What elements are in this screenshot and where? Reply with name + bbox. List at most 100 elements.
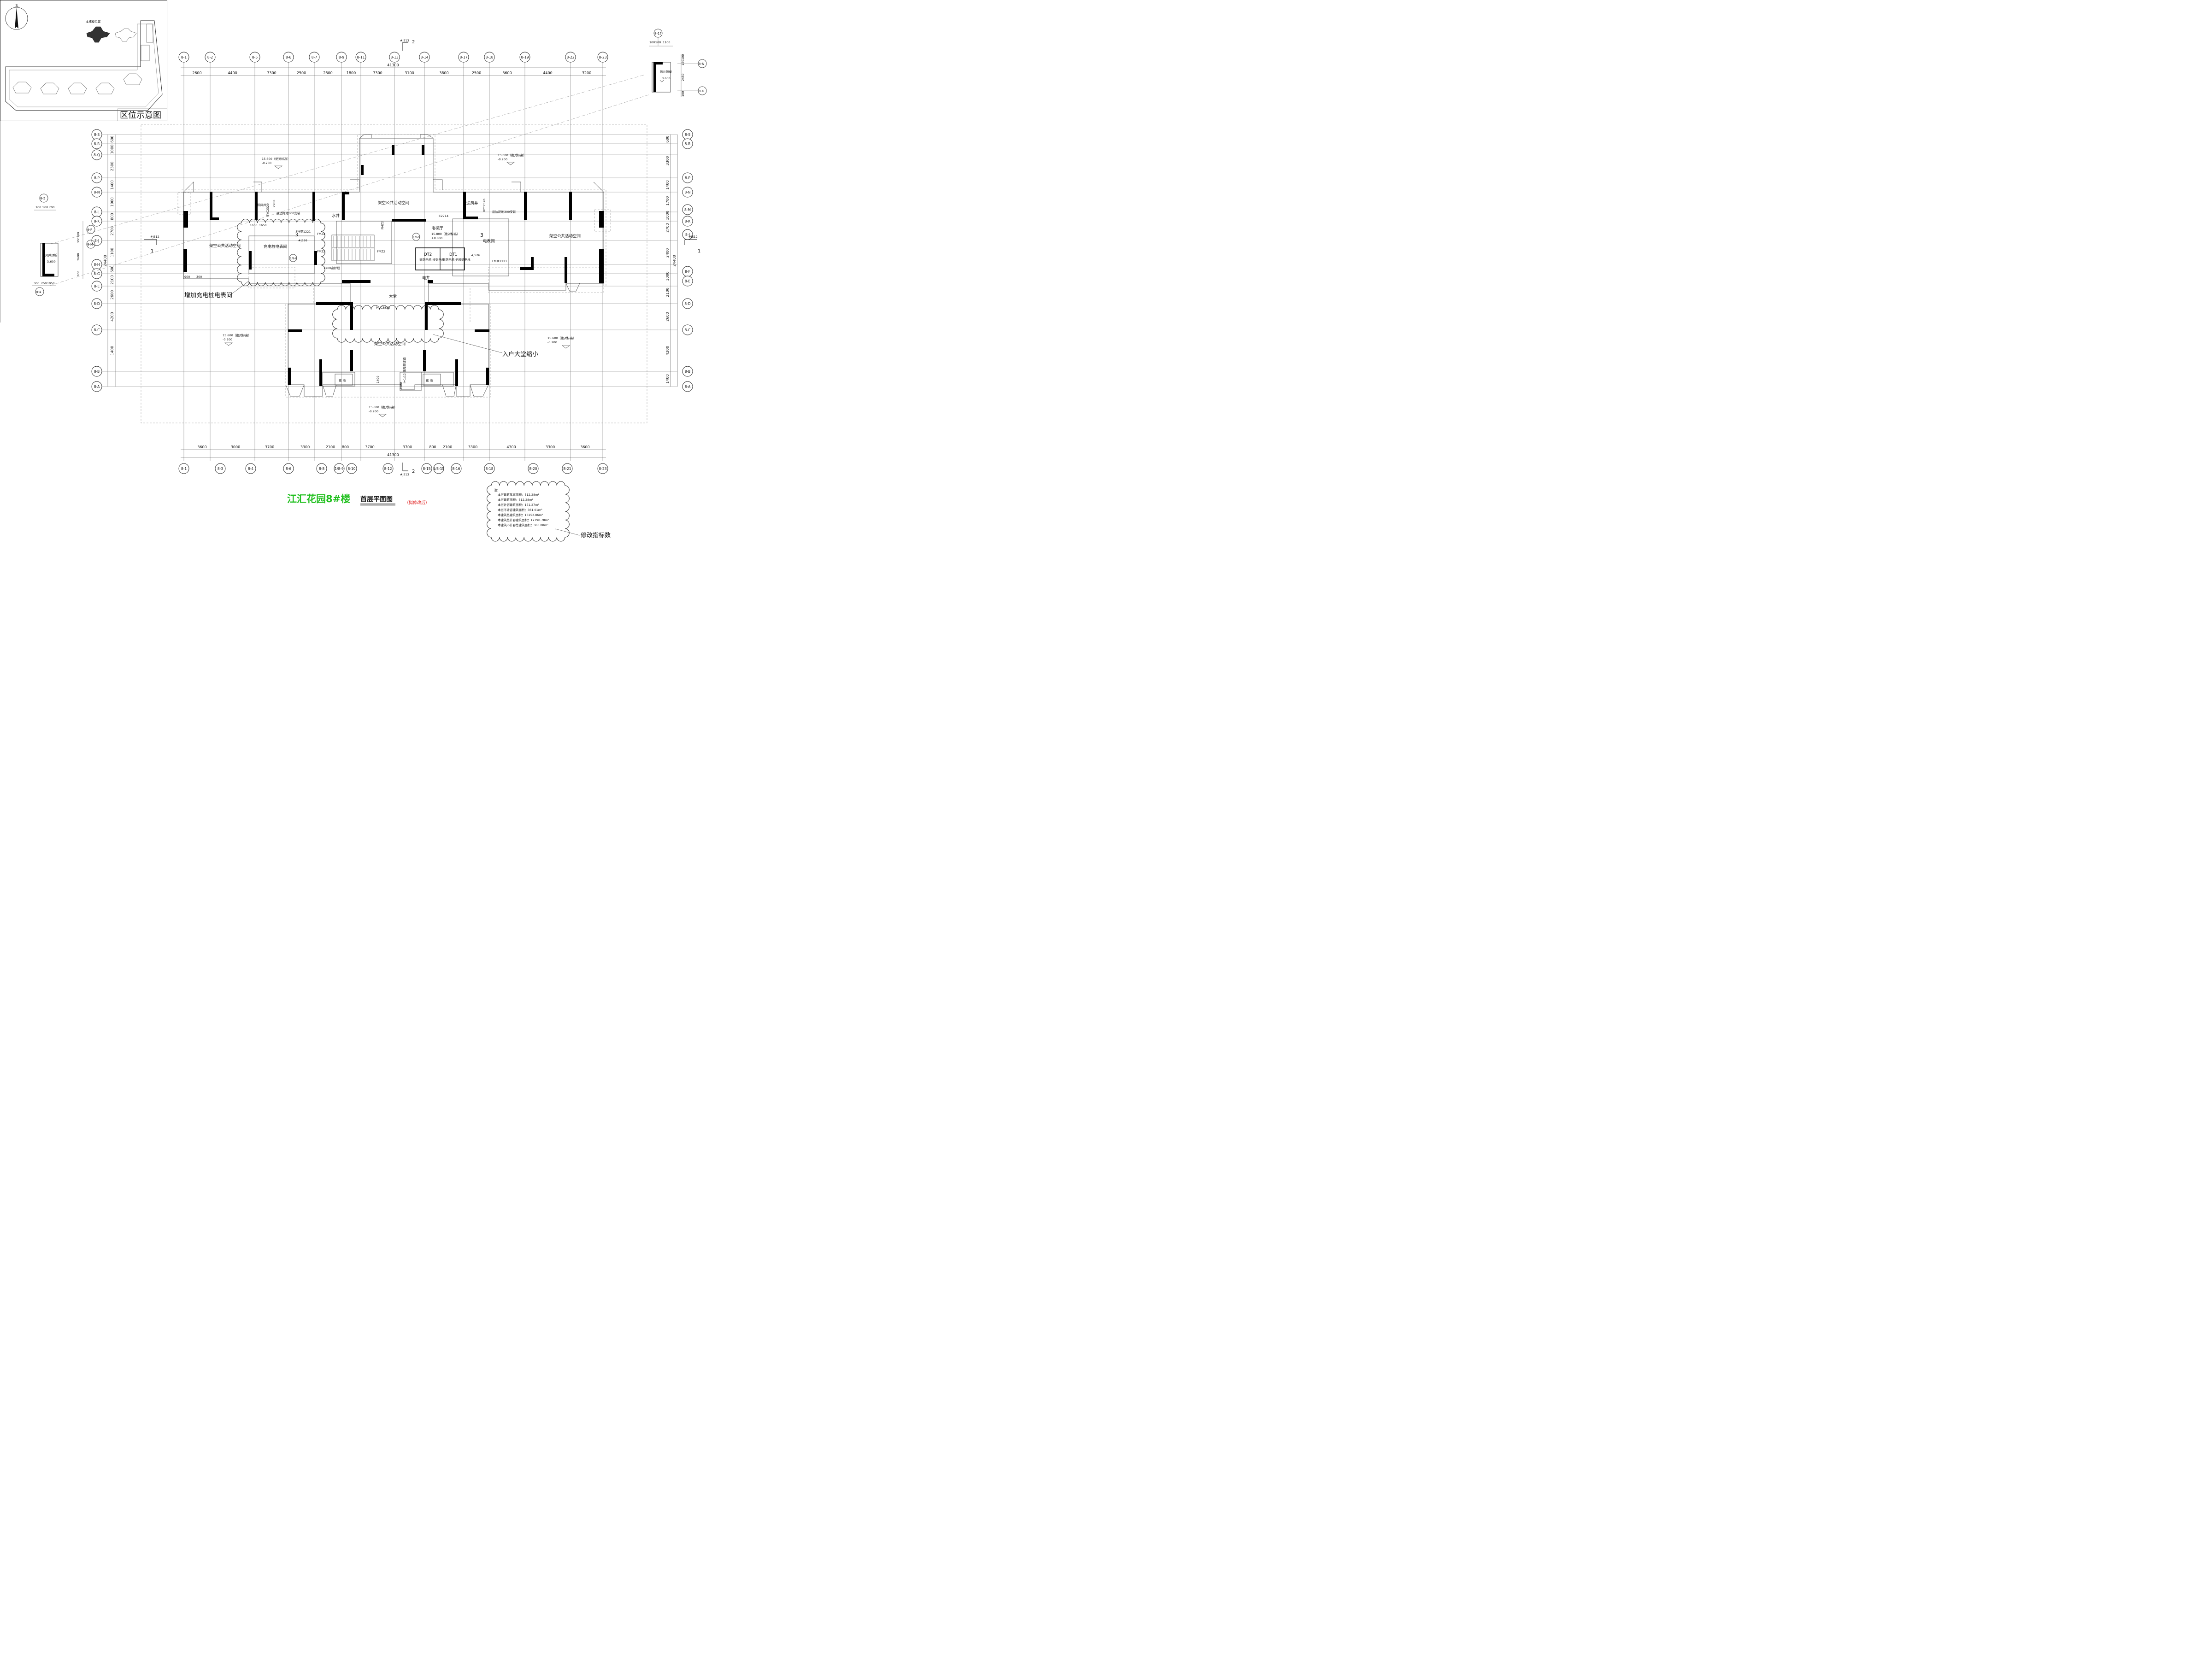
- svg-text:#JS13: #JS13: [400, 473, 409, 476]
- dim-top: 3800: [439, 71, 448, 75]
- svg-text:8-14: 8-14: [420, 55, 428, 59]
- level-upper-left-b: -0.200: [262, 161, 271, 165]
- svg-text:8-K: 8-K: [94, 219, 100, 223]
- svg-text:#JS12: #JS12: [688, 235, 698, 239]
- grid-bubble-bottom: 8-10: [346, 463, 357, 474]
- svg-text:1100: 1100: [663, 41, 671, 44]
- note-line: 本层建筑面积：512.28m²: [498, 498, 534, 502]
- svg-text:1/8-9: 1/8-9: [335, 467, 344, 471]
- callout-add-meter-room: 增加充电桩电表间: [184, 292, 232, 299]
- grid-bubble-left: 8-R: [91, 138, 102, 149]
- dim-900: 900: [184, 275, 190, 279]
- grid-bubble-left: 8-A: [91, 381, 102, 392]
- room-open-space-top: 架空公共活动空间: [378, 200, 409, 205]
- note-line: 本建筑总建筑面积：13153.86m²: [498, 513, 543, 517]
- grid-bubble-top: 8-9: [336, 52, 347, 63]
- svg-text:100: 100: [35, 205, 41, 209]
- callout-lobby-smaller: 入户大堂缩小: [502, 351, 538, 358]
- svg-text:8-R: 8-R: [94, 142, 100, 146]
- svg-text:8-5: 8-5: [40, 197, 45, 200]
- svg-text:250: 250: [41, 281, 47, 285]
- dim-bottom: 2100: [443, 445, 452, 449]
- svg-text:8-P: 8-P: [87, 228, 92, 232]
- dim-bottom: 3700: [403, 445, 412, 449]
- dim-right: 2400: [665, 248, 670, 258]
- dim-top: 3600: [502, 71, 512, 75]
- dim-top: 3200: [582, 71, 591, 75]
- svg-text:8-N: 8-N: [684, 190, 690, 194]
- svg-text:8-P: 8-P: [94, 176, 100, 180]
- detail-leader-upper: [49, 74, 646, 245]
- note-line: 本建筑总计容建筑面积：12790.78m²: [498, 518, 549, 522]
- svg-text:100: 100: [681, 91, 685, 97]
- section-mark-left: #JS12 1: [144, 235, 159, 254]
- dim-left: 1400: [110, 180, 114, 189]
- dim-left: 2300: [110, 162, 114, 171]
- grid-bubble-right: 8-C: [682, 324, 693, 335]
- dim-left-total: 24400: [103, 255, 107, 266]
- dim-right: 2700: [665, 223, 670, 232]
- note-install-b: 底边距地300安装: [492, 210, 516, 214]
- room-open-space-right: 架空公共活动空间: [549, 234, 581, 239]
- svg-text:700: 700: [49, 205, 54, 209]
- svg-text:8-N: 8-N: [94, 190, 100, 194]
- dim-bottom: 3700: [265, 445, 274, 449]
- svg-text:3.600: 3.600: [47, 260, 56, 264]
- section-mark-right: #JS12 1: [684, 235, 700, 254]
- grid-bubble-left: 8-N: [91, 187, 102, 198]
- grid-bubble-bottom: 8-1: [178, 463, 189, 474]
- svg-text:8-C: 8-C: [94, 328, 100, 332]
- dim-bottom: 800: [342, 445, 349, 449]
- svg-text:#JS13: #JS13: [400, 39, 409, 42]
- door-fmz2-d: FMZ2: [381, 221, 384, 229]
- level-elevator-hall-a: 15.800（绝对标高）: [431, 232, 460, 236]
- svg-text:8-7: 8-7: [312, 55, 317, 59]
- svg-text:8-23: 8-23: [599, 467, 606, 471]
- grid-bubble-top: 8-19: [519, 52, 530, 63]
- dim-bottom: 3000: [231, 445, 240, 449]
- dim-top: 4400: [543, 71, 552, 75]
- svg-text:8-17: 8-17: [459, 55, 467, 59]
- grid-bubble-top: 8-23: [597, 52, 608, 63]
- grid-bubble-top: 8-13: [389, 52, 400, 63]
- grid-bubble-left: 8-E: [91, 281, 102, 292]
- svg-text:8-13: 8-13: [390, 55, 398, 59]
- svg-text:8-K: 8-K: [699, 89, 704, 93]
- svg-text:8-N: 8-N: [699, 62, 704, 66]
- svg-text:8-Q: 8-Q: [94, 153, 100, 157]
- dim-bottom: 3300: [468, 445, 477, 449]
- north-arrow-icon: [5, 7, 28, 30]
- dim-left: 1100: [110, 248, 114, 257]
- grid-bubble-top: 8-6: [283, 52, 294, 63]
- grid-bubble-left: 8-C: [91, 324, 102, 335]
- drawing-title-name: 首层平面图: [360, 495, 393, 503]
- dim-left: 600: [110, 265, 114, 272]
- svg-text:8-21: 8-21: [563, 467, 571, 471]
- dim-right: 600: [665, 135, 670, 142]
- grid-bubble-right: 8-D: [682, 298, 693, 309]
- svg-text:1/8-8: 1/8-8: [290, 257, 297, 260]
- door-mlc3833: MLC3833: [376, 306, 390, 310]
- note-line: 本层建筑基底面积：512.28m²: [498, 493, 540, 497]
- dim-bottom: 2100: [326, 445, 335, 449]
- grid-bubble-left: 8-P: [91, 172, 102, 183]
- dim-right: 1700: [665, 196, 670, 205]
- dim-left: 4200: [110, 312, 114, 321]
- elevator-dt2: DT2: [424, 252, 432, 257]
- svg-text:8-K: 8-K: [685, 219, 691, 223]
- building-label: 本栋楼位置: [86, 19, 101, 23]
- svg-text:8-E: 8-E: [94, 284, 100, 288]
- svg-text:500: 500: [655, 41, 661, 44]
- svg-text:100: 100: [76, 232, 80, 238]
- grid-bubble-top: 8-14: [419, 52, 430, 63]
- dim-top: 3100: [405, 71, 414, 75]
- svg-text:8-4: 8-4: [248, 467, 253, 471]
- room-open-space-bottom: 架空公共活动空间: [374, 341, 406, 346]
- dim-1650b: 1650: [259, 223, 267, 227]
- section-mark-top: #JS13 2: [400, 39, 415, 51]
- dim-top: 1800: [347, 71, 356, 75]
- door-fmz2-a: FMZ2: [317, 232, 325, 236]
- svg-text:8-A: 8-A: [94, 385, 100, 389]
- svg-text:风井顶板: 风井顶板: [45, 253, 58, 257]
